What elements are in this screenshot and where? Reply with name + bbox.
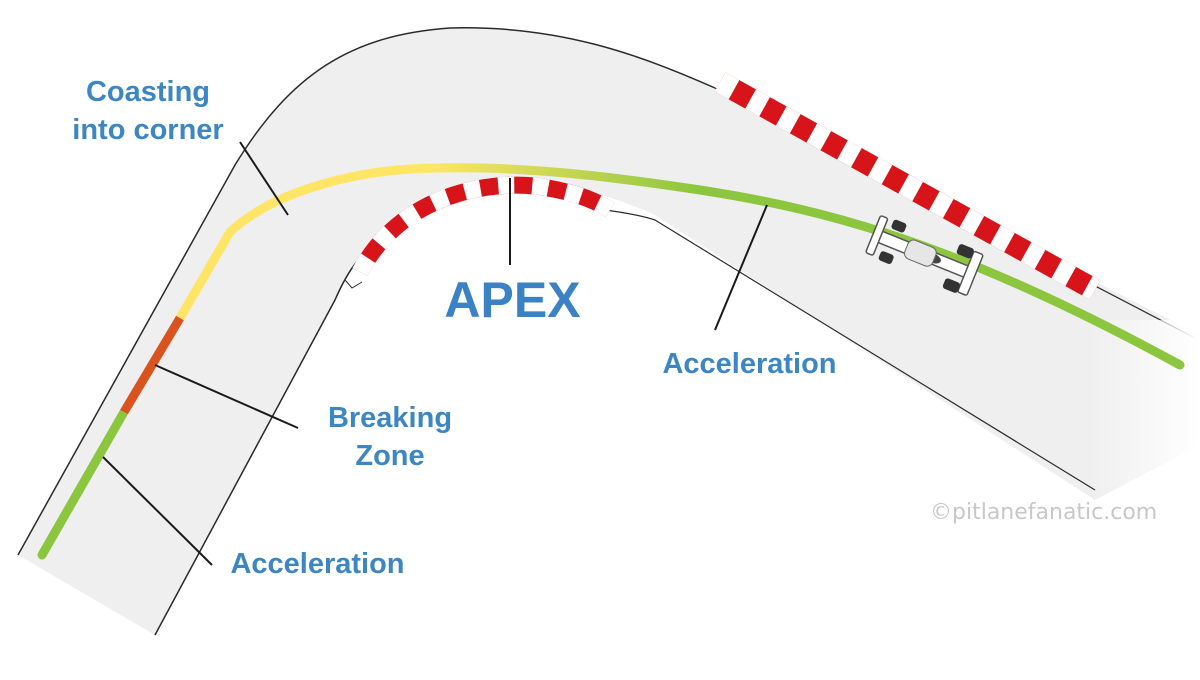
label-apex: APEX [444, 272, 581, 328]
racing-line-braking-zone [120, 315, 184, 415]
track-surface [18, 27, 1200, 636]
label-braking-line2: Zone [355, 440, 425, 472]
label-coasting-line1: Coasting [85, 76, 211, 108]
label-acceleration-exit: Acceleration [662, 348, 837, 380]
racing-line-coasting [176, 163, 441, 321]
track-outer-edge [17, 27, 716, 556]
pointer-coasting [239, 141, 289, 216]
racing-line-entry-acceleration [37, 407, 129, 560]
exit-kerb [714, 72, 1101, 300]
label-braking-line1: Breaking [327, 402, 453, 434]
pointer-entry-acceleration [102, 456, 213, 566]
watermark: ©pitlanefanatic.com [930, 500, 1158, 525]
pointer-braking [154, 364, 299, 429]
apex-kerb [344, 176, 615, 289]
pointer-exit-acceleration [714, 204, 768, 331]
track-fade [1090, 320, 1200, 520]
label-coasting-line2: into corner [72, 114, 224, 146]
label-coasting-into-corner: Coasting into corner [58, 73, 238, 149]
label-acceleration-entry: Acceleration [230, 548, 405, 580]
race-car-icon [865, 215, 984, 296]
track-inner-edge-exit [604, 209, 1096, 491]
label-braking-zone: Breaking Zone [310, 399, 470, 475]
racing-line-exit-acceleration [695, 185, 1185, 370]
racing-line-apex-transition [439, 163, 701, 195]
